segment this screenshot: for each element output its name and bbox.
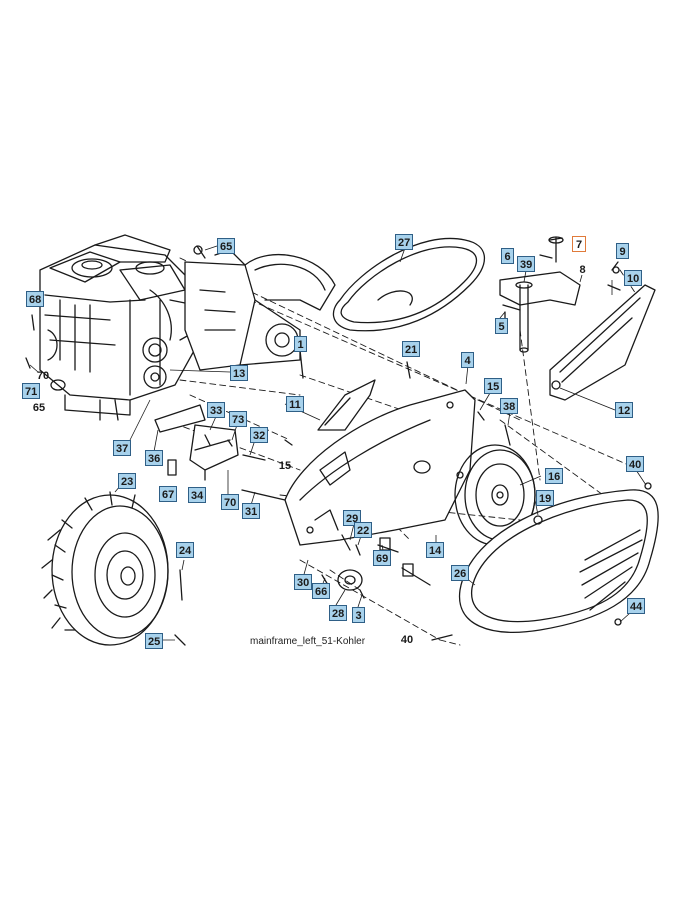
belt-shield xyxy=(549,261,656,401)
callout-31: 31 xyxy=(242,503,260,519)
callout-28: 28 xyxy=(329,605,347,621)
idler-bracket xyxy=(499,236,581,353)
callout-39: 39 xyxy=(517,256,535,272)
wheel xyxy=(41,491,186,646)
callout-67: 67 xyxy=(159,486,177,502)
callout-73: 73 xyxy=(229,411,247,427)
callout-38: 38 xyxy=(500,398,518,414)
callout-44: 44 xyxy=(627,598,645,614)
callout-4: 4 xyxy=(461,352,474,368)
callout-37: 37 xyxy=(113,440,131,456)
callout-71: 71 xyxy=(22,383,40,399)
side-frame xyxy=(284,389,476,546)
callout-5: 5 xyxy=(495,318,508,334)
callout-24: 24 xyxy=(176,542,194,558)
belt xyxy=(332,237,486,332)
belt-cover xyxy=(458,482,659,633)
callout-9: 9 xyxy=(616,243,629,259)
callout-11: 11 xyxy=(286,396,304,412)
plate xyxy=(317,379,376,431)
callout-6: 6 xyxy=(501,248,514,264)
callout-8: 8 xyxy=(579,264,586,276)
callout-65: 65 xyxy=(217,238,235,254)
callout-40-lower: 40 xyxy=(400,634,414,646)
callout-15-lower: 15 xyxy=(278,460,292,472)
callout-3: 3 xyxy=(352,607,365,623)
callout-70-lower: 70 xyxy=(221,494,239,510)
callout-69: 69 xyxy=(373,550,391,566)
callout-32: 32 xyxy=(250,427,268,443)
callout-19: 19 xyxy=(536,490,554,506)
callout-21: 21 xyxy=(402,341,420,357)
callout-25: 25 xyxy=(145,633,163,649)
diagram-caption: mainframe_left_51-Kohler xyxy=(250,636,366,647)
callout-22: 22 xyxy=(354,522,372,538)
callout-40: 40 xyxy=(626,456,644,472)
callout-15: 15 xyxy=(484,378,502,394)
callout-23: 23 xyxy=(118,473,136,489)
engine-assembly xyxy=(39,234,201,421)
callout-7-highlighted[interactable]: 7 xyxy=(572,236,586,252)
callout-16: 16 xyxy=(545,468,563,484)
mainframe xyxy=(184,249,336,371)
callout-68: 68 xyxy=(26,291,44,307)
callout-14: 14 xyxy=(426,542,444,558)
callout-33: 33 xyxy=(207,402,225,418)
callout-1: 1 xyxy=(294,336,307,352)
callout-30: 30 xyxy=(294,574,312,590)
callout-65-lower: 65 xyxy=(32,402,46,414)
callout-13: 13 xyxy=(230,365,248,381)
small-parts xyxy=(25,245,553,641)
callout-34: 34 xyxy=(188,487,206,503)
callout-10: 10 xyxy=(624,270,642,286)
callout-70: 70 xyxy=(36,370,50,382)
callout-26: 26 xyxy=(451,565,469,581)
callout-66: 66 xyxy=(312,583,330,599)
callout-36: 36 xyxy=(145,450,163,466)
callout-27: 27 xyxy=(395,234,413,250)
callout-12: 12 xyxy=(615,402,633,418)
